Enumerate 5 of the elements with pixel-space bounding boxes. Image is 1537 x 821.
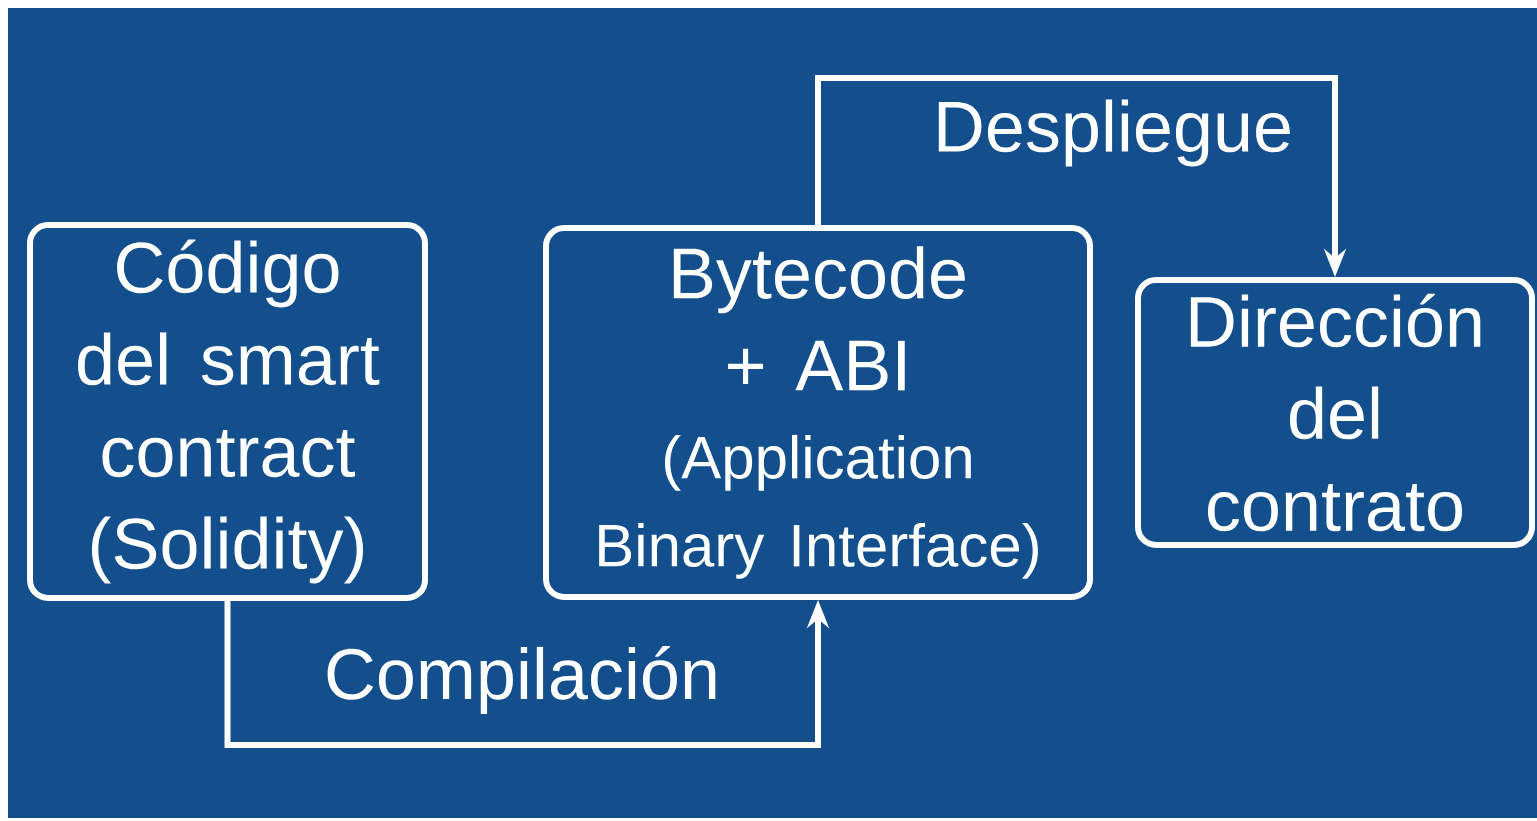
process-box: Bytecode + ABI (Application Binary Interface) xyxy=(543,225,1093,600)
process-box: Dirección del contrato xyxy=(1135,277,1535,548)
edge-label: Compilación xyxy=(319,642,725,718)
edge-label: Despliegue xyxy=(928,95,1298,171)
process-box: Código del smart contract (Solidity) xyxy=(27,222,428,601)
